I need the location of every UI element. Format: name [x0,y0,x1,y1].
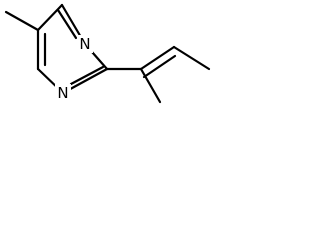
bond-c1prime-methyl [139,67,162,104]
atom-n1-label: N [57,84,68,102]
bond-n1-c2-inner [69,65,105,86]
atom-n1: N [55,84,71,102]
bond-c1prime-c2prime [139,45,176,71]
bond-c2prime-c3prime [172,45,211,71]
atom-n3: N [77,35,93,53]
bond-c5-methyl [4,10,40,32]
structure-diagram: N N [4,3,211,104]
bond-c4-c5 [36,3,64,32]
atom-n3-label: N [79,35,90,53]
bond-n3-c4-inner [56,8,78,40]
bond-c1prime-c2prime-double [142,54,177,79]
